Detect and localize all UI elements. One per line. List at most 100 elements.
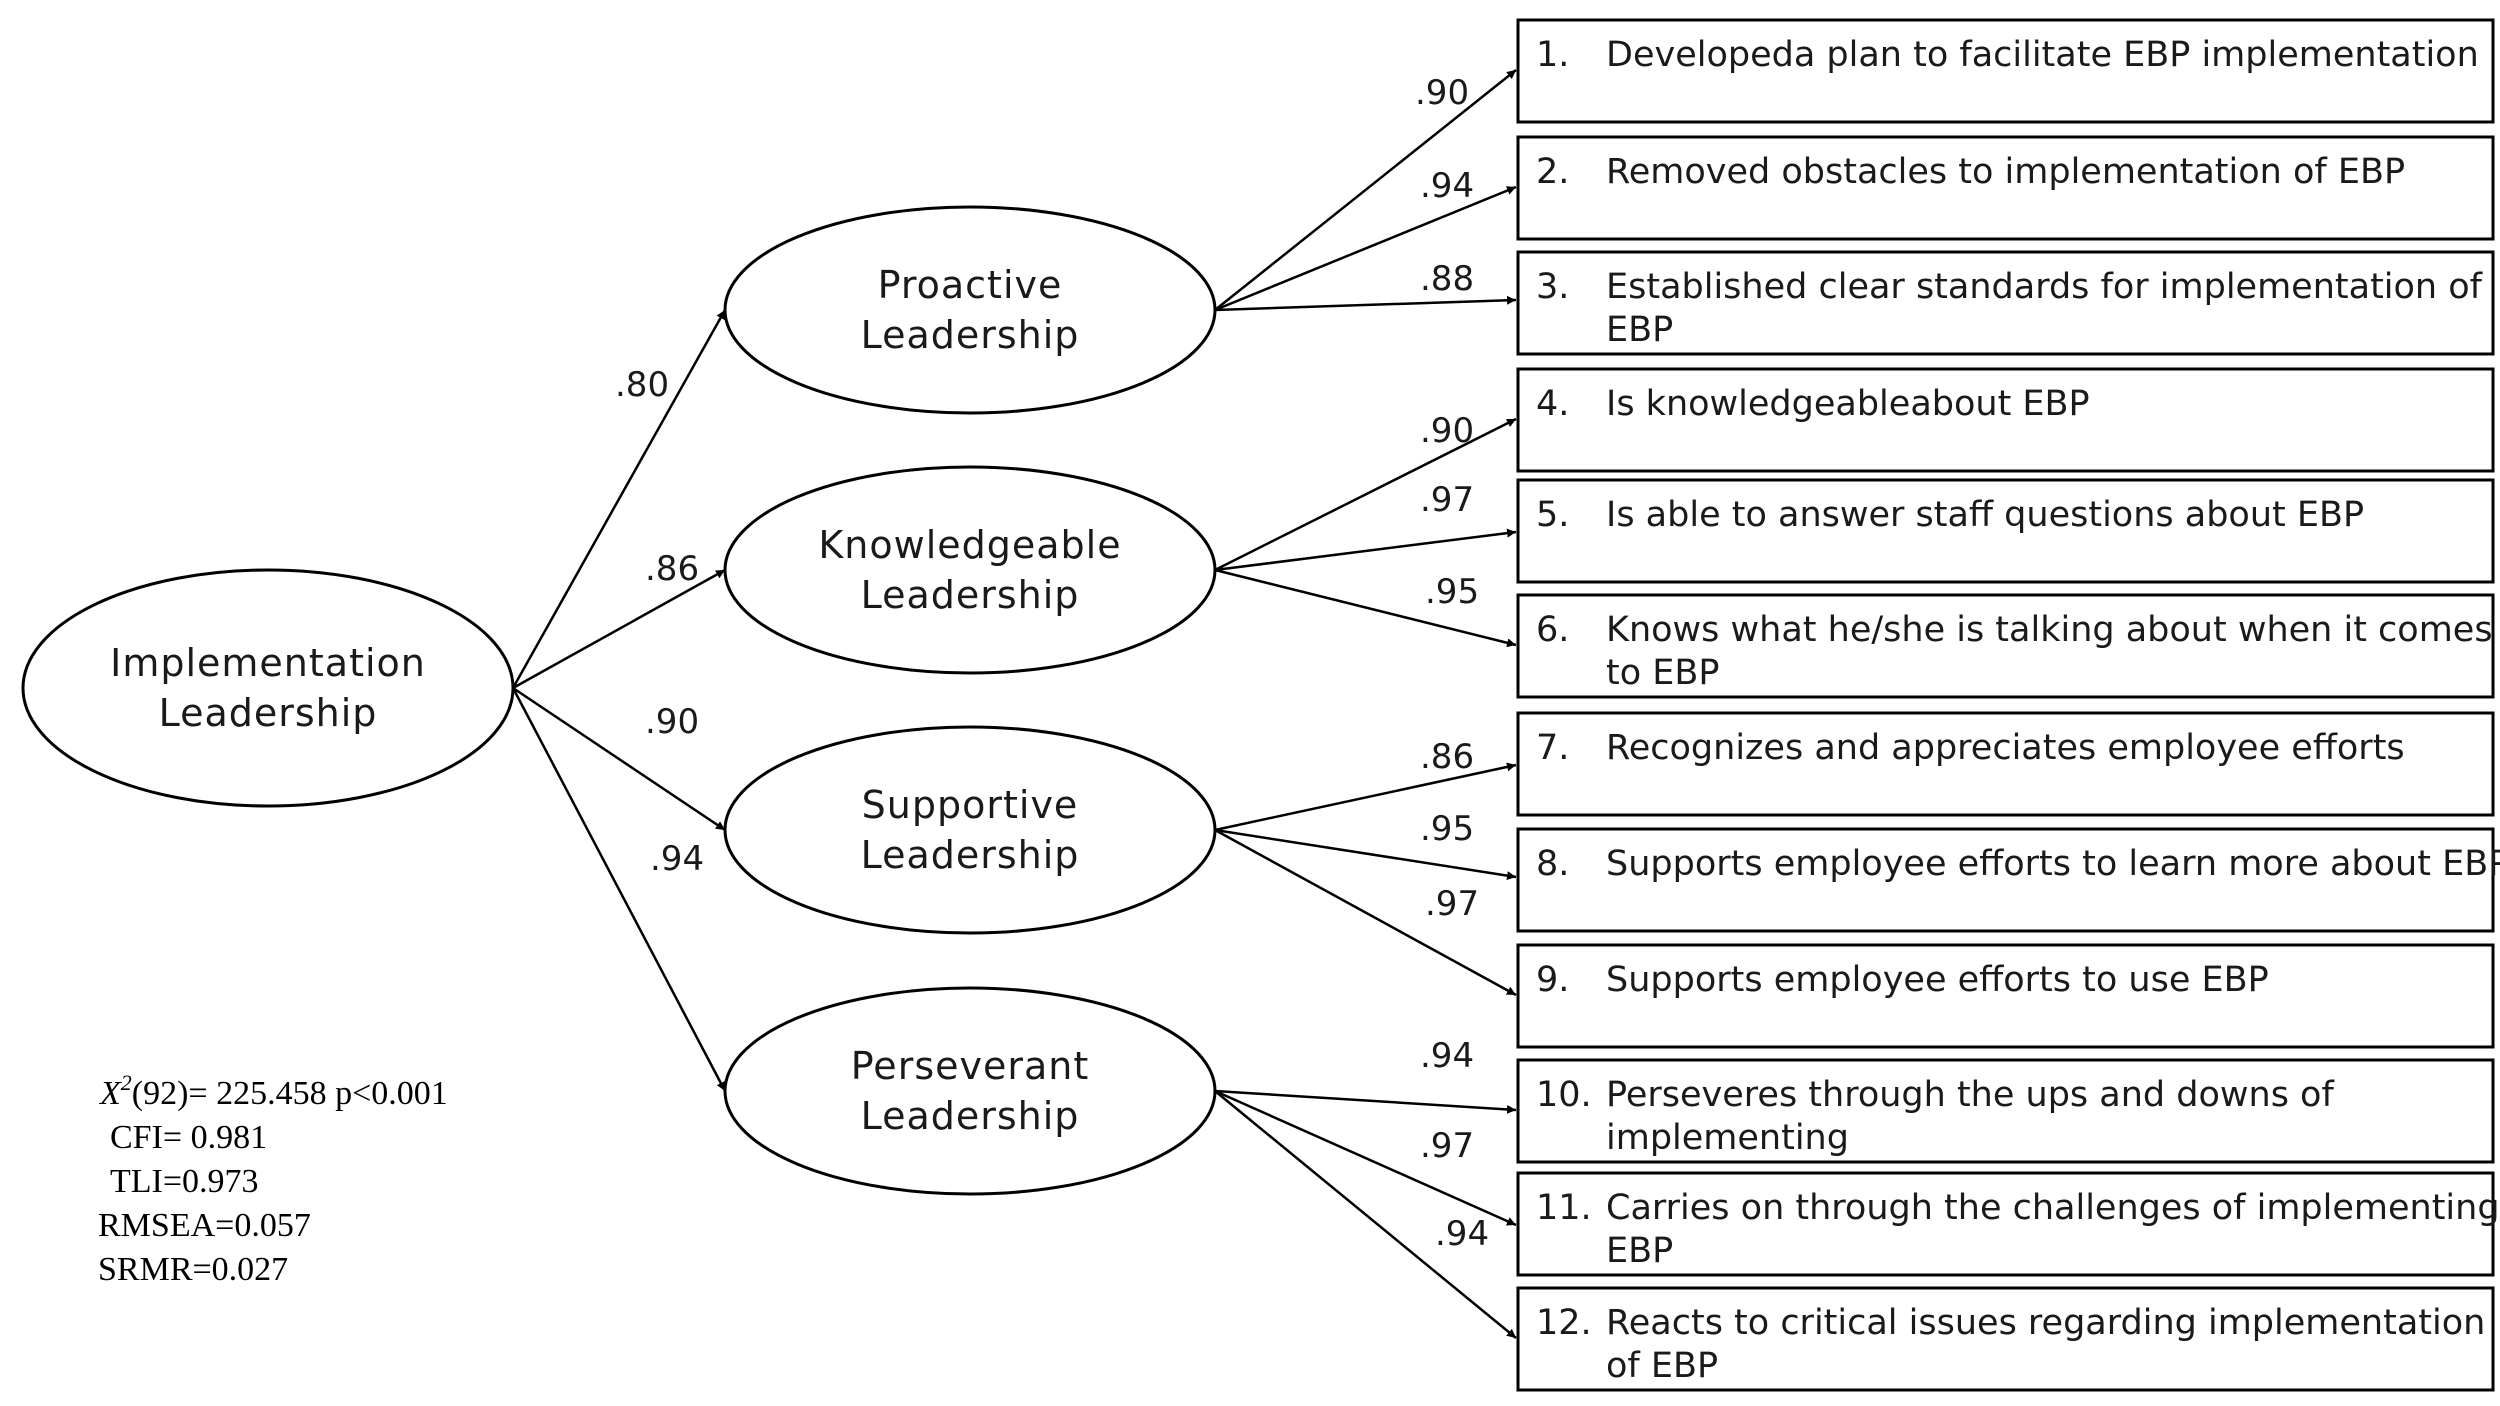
- item-number-8: 8.: [1536, 844, 1569, 884]
- item-box-10: [1516, 1058, 2495, 1164]
- implementation-leadership-label-line: Implementation: [110, 641, 426, 685]
- factor-ellipse-4: [723, 986, 1217, 1196]
- edge-root-to-factor-3: [512, 686, 726, 832]
- item-text-1: Developeda plan to facilitate EBP implem…: [1606, 35, 2479, 75]
- item-number-2: 2.: [1536, 152, 1569, 192]
- fit-srmr: SRMR=0.027: [98, 1251, 288, 1288]
- fit-cfi: CFI= 0.981: [110, 1119, 267, 1156]
- factor-loading-1: .80: [615, 365, 669, 405]
- item-text-line: Removed obstacles to implementation of E…: [1606, 152, 2405, 192]
- factor-ellipse-2: [723, 465, 1217, 675]
- edge-root-to-factor-1: [511, 309, 727, 689]
- factor-label-1-line: Leadership: [861, 313, 1080, 357]
- edge-factor-to-item-4: [1214, 417, 1517, 572]
- item-box-11: [1516, 1171, 2495, 1277]
- fit-rmsea: RMSEA=0.057: [98, 1207, 311, 1244]
- item-box-8: [1516, 827, 2495, 933]
- item-loading-7: .86: [1420, 737, 1474, 777]
- item-loading-1: .90: [1415, 73, 1469, 113]
- item-text-line: Knows what he/she is talking about when …: [1606, 610, 2493, 650]
- factor-label-2-line: Leadership: [861, 573, 1080, 617]
- item-loading-2: .94: [1420, 166, 1474, 206]
- item-box-4: [1516, 367, 2495, 473]
- item-text-line: of EBP: [1606, 1346, 1718, 1386]
- item-text-line: implementing: [1606, 1118, 1849, 1158]
- fit-statistics: X2(92)= 225.458 p<0.001 CFI= 0.981 TLI=0…: [98, 1070, 448, 1288]
- item-text-4: Is knowledgeableabout EBP: [1606, 384, 2090, 424]
- edge-factor-to-item-6: [1214, 568, 1517, 648]
- edge-root-to-factor-4: [511, 687, 727, 1092]
- factor-ellipse-3: [723, 725, 1217, 935]
- item-loading-4: .90: [1420, 411, 1474, 451]
- nodes-layer: [21, 18, 2495, 1392]
- item-text-line: to EBP: [1606, 653, 1720, 693]
- item-text-line: Supports employee efforts to learn more …: [1606, 844, 2500, 884]
- item-text-line: Developeda plan to facilitate EBP implem…: [1606, 35, 2479, 75]
- item-number-3: 3.: [1536, 267, 1569, 307]
- item-box-9: [1516, 943, 2495, 1049]
- item-text-12: Reacts to critical issues regarding impl…: [1606, 1303, 2485, 1386]
- fit-chi-value: (92)= 225.458 p<0.001: [132, 1075, 448, 1112]
- factor-loading-3: .90: [645, 702, 699, 742]
- item-number-11: 11.: [1536, 1188, 1592, 1228]
- item-text-line: Is knowledgeableabout EBP: [1606, 384, 2090, 424]
- factor-label-1-line: Proactive: [878, 263, 1063, 307]
- item-loading-8: .95: [1420, 809, 1474, 849]
- edge-factor-to-item-10: [1214, 1089, 1517, 1114]
- item-text-9: Supports employee efforts to use EBP: [1606, 960, 2269, 1000]
- item-text-line: Supports employee efforts to use EBP: [1606, 960, 2269, 1000]
- item-text-line: EBP: [1606, 1231, 1673, 1271]
- fit-tli: TLI=0.973: [110, 1163, 259, 1200]
- edge-factor-to-item-9: [1214, 828, 1517, 997]
- item-number-7: 7.: [1536, 728, 1569, 768]
- item-text-6: Knows what he/she is talking about when …: [1606, 610, 2493, 693]
- factor-loading-4: .94: [650, 839, 704, 879]
- item-text-2: Removed obstacles to implementation of E…: [1606, 152, 2405, 192]
- edge-factor-to-item-3: [1214, 295, 1517, 312]
- item-number-5: 5.: [1536, 495, 1569, 535]
- item-loading-12: .94: [1435, 1214, 1489, 1254]
- item-number-10: 10.: [1536, 1075, 1592, 1115]
- edge-root-to-factor-2: [512, 568, 726, 690]
- item-loading-5: .97: [1420, 480, 1474, 520]
- factor-label-4-line: Perseverant: [851, 1044, 1090, 1088]
- item-loading-10: .94: [1420, 1036, 1474, 1076]
- item-box-12: [1516, 1286, 2495, 1392]
- item-number-1: 1.: [1536, 35, 1569, 75]
- edge-factor-to-item-5: [1214, 528, 1517, 572]
- edge-factor-to-item-1: [1214, 69, 1517, 311]
- item-loading-6: .95: [1425, 572, 1479, 612]
- implementation-leadership-ellipse: [21, 568, 515, 808]
- factor-label-3-line: Leadership: [861, 833, 1080, 877]
- factor-loading-2: .86: [645, 549, 699, 589]
- item-text-line: Perseveres through the ups and downs of: [1606, 1075, 2334, 1115]
- item-text-line: Carries on through the challenges of imp…: [1606, 1188, 2500, 1228]
- item-number-4: 4.: [1536, 384, 1569, 424]
- edge-factor-to-item-8: [1214, 828, 1517, 881]
- factor-label-2-line: Knowledgeable: [818, 523, 1121, 567]
- item-text-8: Supports employee efforts to learn more …: [1606, 844, 2500, 884]
- edge-factor-to-item-11: [1214, 1089, 1517, 1227]
- edge-factor-to-item-2: [1214, 185, 1517, 312]
- item-number-12: 12.: [1536, 1303, 1592, 1343]
- item-box-1: [1516, 18, 2495, 124]
- edge-factor-to-item-12: [1214, 1090, 1517, 1339]
- item-text-line: Established clear standards for implemen…: [1606, 267, 2483, 307]
- item-number-9: 9.: [1536, 960, 1569, 1000]
- item-text-line: Reacts to critical issues regarding impl…: [1606, 1303, 2485, 1343]
- edges-layer: [511, 69, 1517, 1339]
- edge-factor-to-item-7: [1214, 762, 1517, 832]
- item-number-6: 6.: [1536, 610, 1569, 650]
- factor-label-4-line: Leadership: [861, 1094, 1080, 1138]
- item-text-line: Is able to answer staff questions about …: [1606, 495, 2364, 535]
- fit-chi-symbol: X: [98, 1075, 122, 1112]
- item-text-3: Established clear standards for implemen…: [1606, 267, 2483, 350]
- item-text-7: Recognizes and appreciates employee effo…: [1606, 728, 2405, 768]
